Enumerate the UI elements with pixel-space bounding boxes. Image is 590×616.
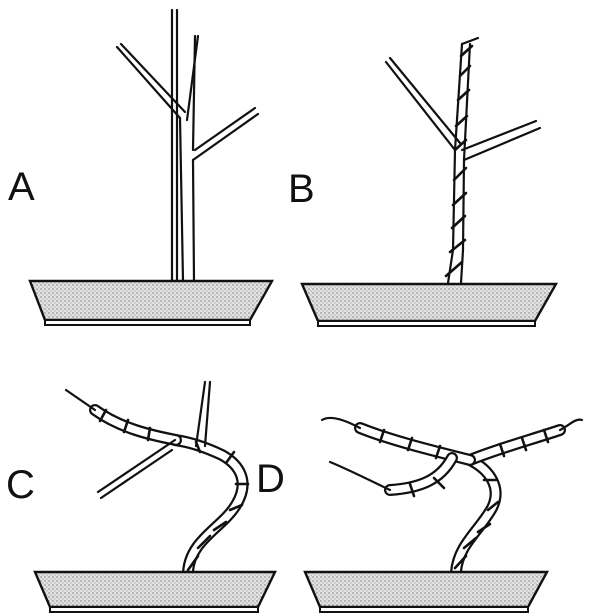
panel-label-b: B xyxy=(288,167,315,211)
tree-trunk-straight xyxy=(117,36,258,281)
panel-d xyxy=(305,418,582,612)
stake-rod xyxy=(172,10,177,281)
bonsai-pot-c xyxy=(35,572,275,612)
panel-c: C D xyxy=(6,382,285,612)
panel-b: B xyxy=(288,38,556,326)
tree-trunk-bent xyxy=(66,382,243,572)
tree-trunk-styled xyxy=(322,418,582,572)
bonsai-pot-d xyxy=(305,572,547,612)
training-wire-wraps-d xyxy=(380,430,548,568)
panel-label-d: D xyxy=(256,457,285,501)
panel-a: A xyxy=(8,10,272,325)
bonsai-pot-b xyxy=(302,284,556,326)
bonsai-pot-a xyxy=(30,281,272,325)
panel-label-a: A xyxy=(8,165,35,209)
panel-label-c: C xyxy=(6,463,35,507)
